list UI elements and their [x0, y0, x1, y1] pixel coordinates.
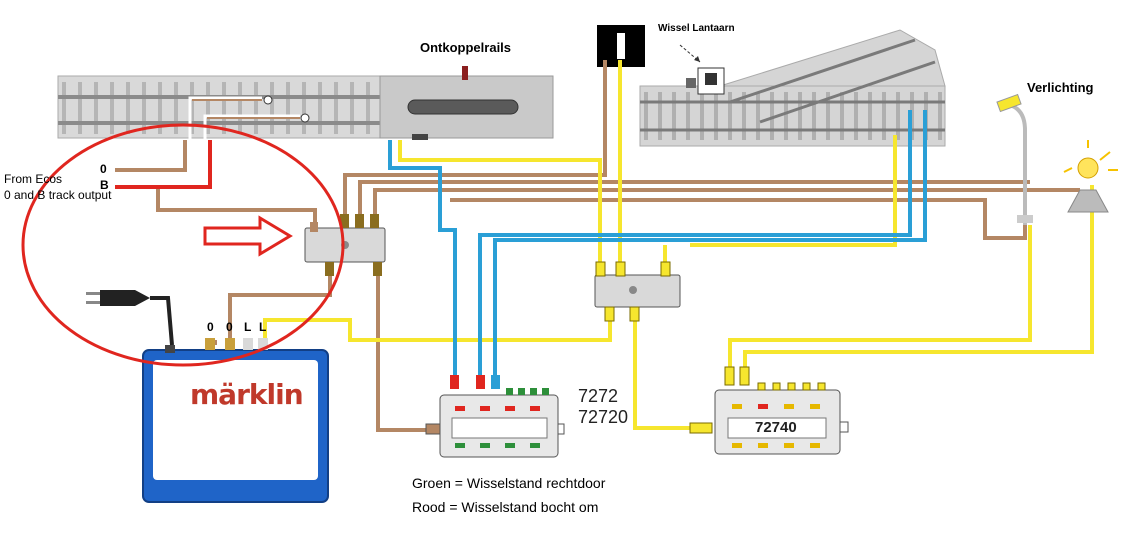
bulb-icon — [1063, 140, 1118, 213]
terminal-0a: 0 — [207, 320, 214, 334]
control-panel-7272 — [425, 375, 565, 458]
distributor-left — [304, 214, 386, 276]
from-ecos-label: From Ecos — [4, 172, 63, 186]
model-72720-label: 72720 — [578, 407, 629, 427]
transformer — [142, 338, 329, 503]
wires — [115, 60, 1094, 432]
from-ecos-sub-label: 0 and B track output — [4, 188, 112, 202]
track-section — [57, 66, 554, 140]
highlight-ellipse — [21, 123, 345, 367]
control-panel-72740 — [689, 366, 849, 455]
lighting-label: Verlichting — [1027, 80, 1094, 95]
power-plug-icon — [86, 290, 174, 346]
arrow-icon — [203, 215, 293, 257]
terminal-la: L — [244, 320, 252, 334]
turnout-track — [639, 29, 946, 147]
model-72740-label: 72740 — [755, 419, 797, 436]
lamp-post-icon — [996, 93, 1033, 225]
uncoupler-label: Ontkoppelrails — [420, 40, 512, 55]
legend-green: Groen = Wisselstand rechtdoor — [412, 475, 606, 491]
marklin-logo: märklin — [190, 378, 304, 411]
track-0-label: 0 — [100, 162, 107, 176]
model-7272-label: 7272 — [578, 386, 619, 406]
terminal-lb: L — [259, 320, 267, 334]
terminal-0b: 0 — [226, 320, 233, 334]
track-b-label: B — [100, 178, 109, 192]
lantern-label: Wissel Lantaarn — [658, 23, 735, 34]
distributor-middle — [594, 261, 681, 322]
legend-red: Rood = Wisselstand bocht om — [412, 499, 599, 515]
